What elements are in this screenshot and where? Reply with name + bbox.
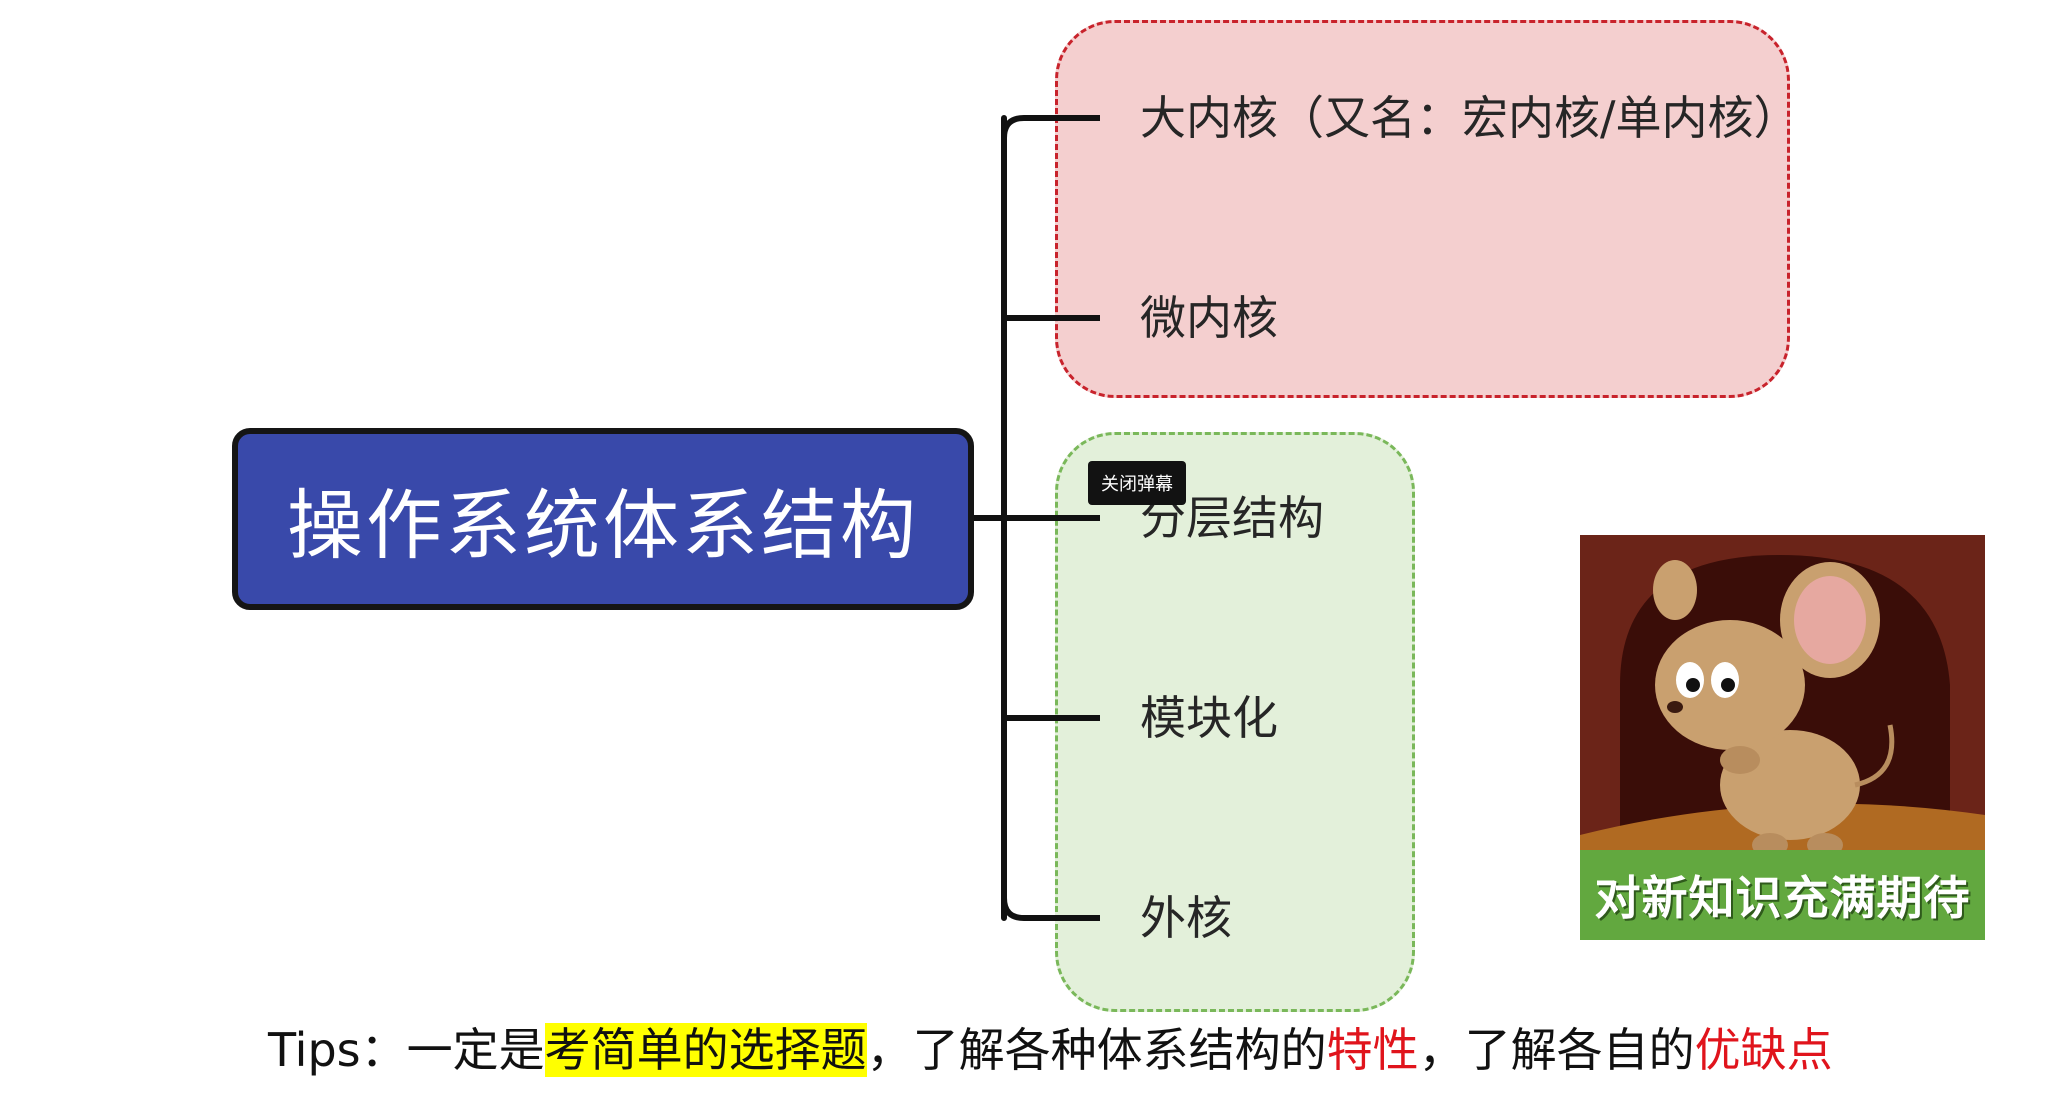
branch-monolithic-kernel: 大内核（又名：宏内核/单内核） bbox=[1140, 91, 1800, 145]
tips-prefix: Tips：一定是 bbox=[268, 1023, 545, 1077]
tips-middle: ，了解各种体系结构的 bbox=[866, 1023, 1327, 1077]
kernel-group-box bbox=[1055, 20, 1790, 398]
root-node: 操作系统体系结构 bbox=[232, 428, 974, 610]
branch-microkernel: 微内核 bbox=[1140, 291, 1278, 345]
structure-group-box bbox=[1055, 432, 1415, 1012]
tips-note: Tips：一定是考简单的选择题，了解各种体系结构的特性，了解各自的优缺点 bbox=[268, 1015, 1833, 1085]
tips-middle-2: ，了解各自的 bbox=[1418, 1023, 1695, 1077]
connector-branch-1 bbox=[1001, 115, 1100, 139]
close-danmaku-button[interactable]: 关闭弹幕 bbox=[1088, 461, 1186, 505]
branch-modular: 模块化 bbox=[1140, 691, 1278, 745]
connector-trunk bbox=[971, 115, 1007, 921]
meme-sticker: 对新知识充满期待 bbox=[1580, 535, 1985, 940]
root-node-label: 操作系统体系结构 bbox=[287, 481, 919, 570]
tips-emphasis-traits: 特性 bbox=[1326, 1023, 1419, 1077]
meme-caption: 对新知识充满期待 bbox=[1580, 850, 1985, 940]
branch-exokernel: 外核 bbox=[1140, 891, 1232, 945]
tips-highlight: 考简单的选择题 bbox=[544, 1023, 867, 1077]
connector-branch-5 bbox=[1001, 897, 1100, 921]
tips-emphasis-pros-cons: 优缺点 bbox=[1694, 1023, 1833, 1077]
